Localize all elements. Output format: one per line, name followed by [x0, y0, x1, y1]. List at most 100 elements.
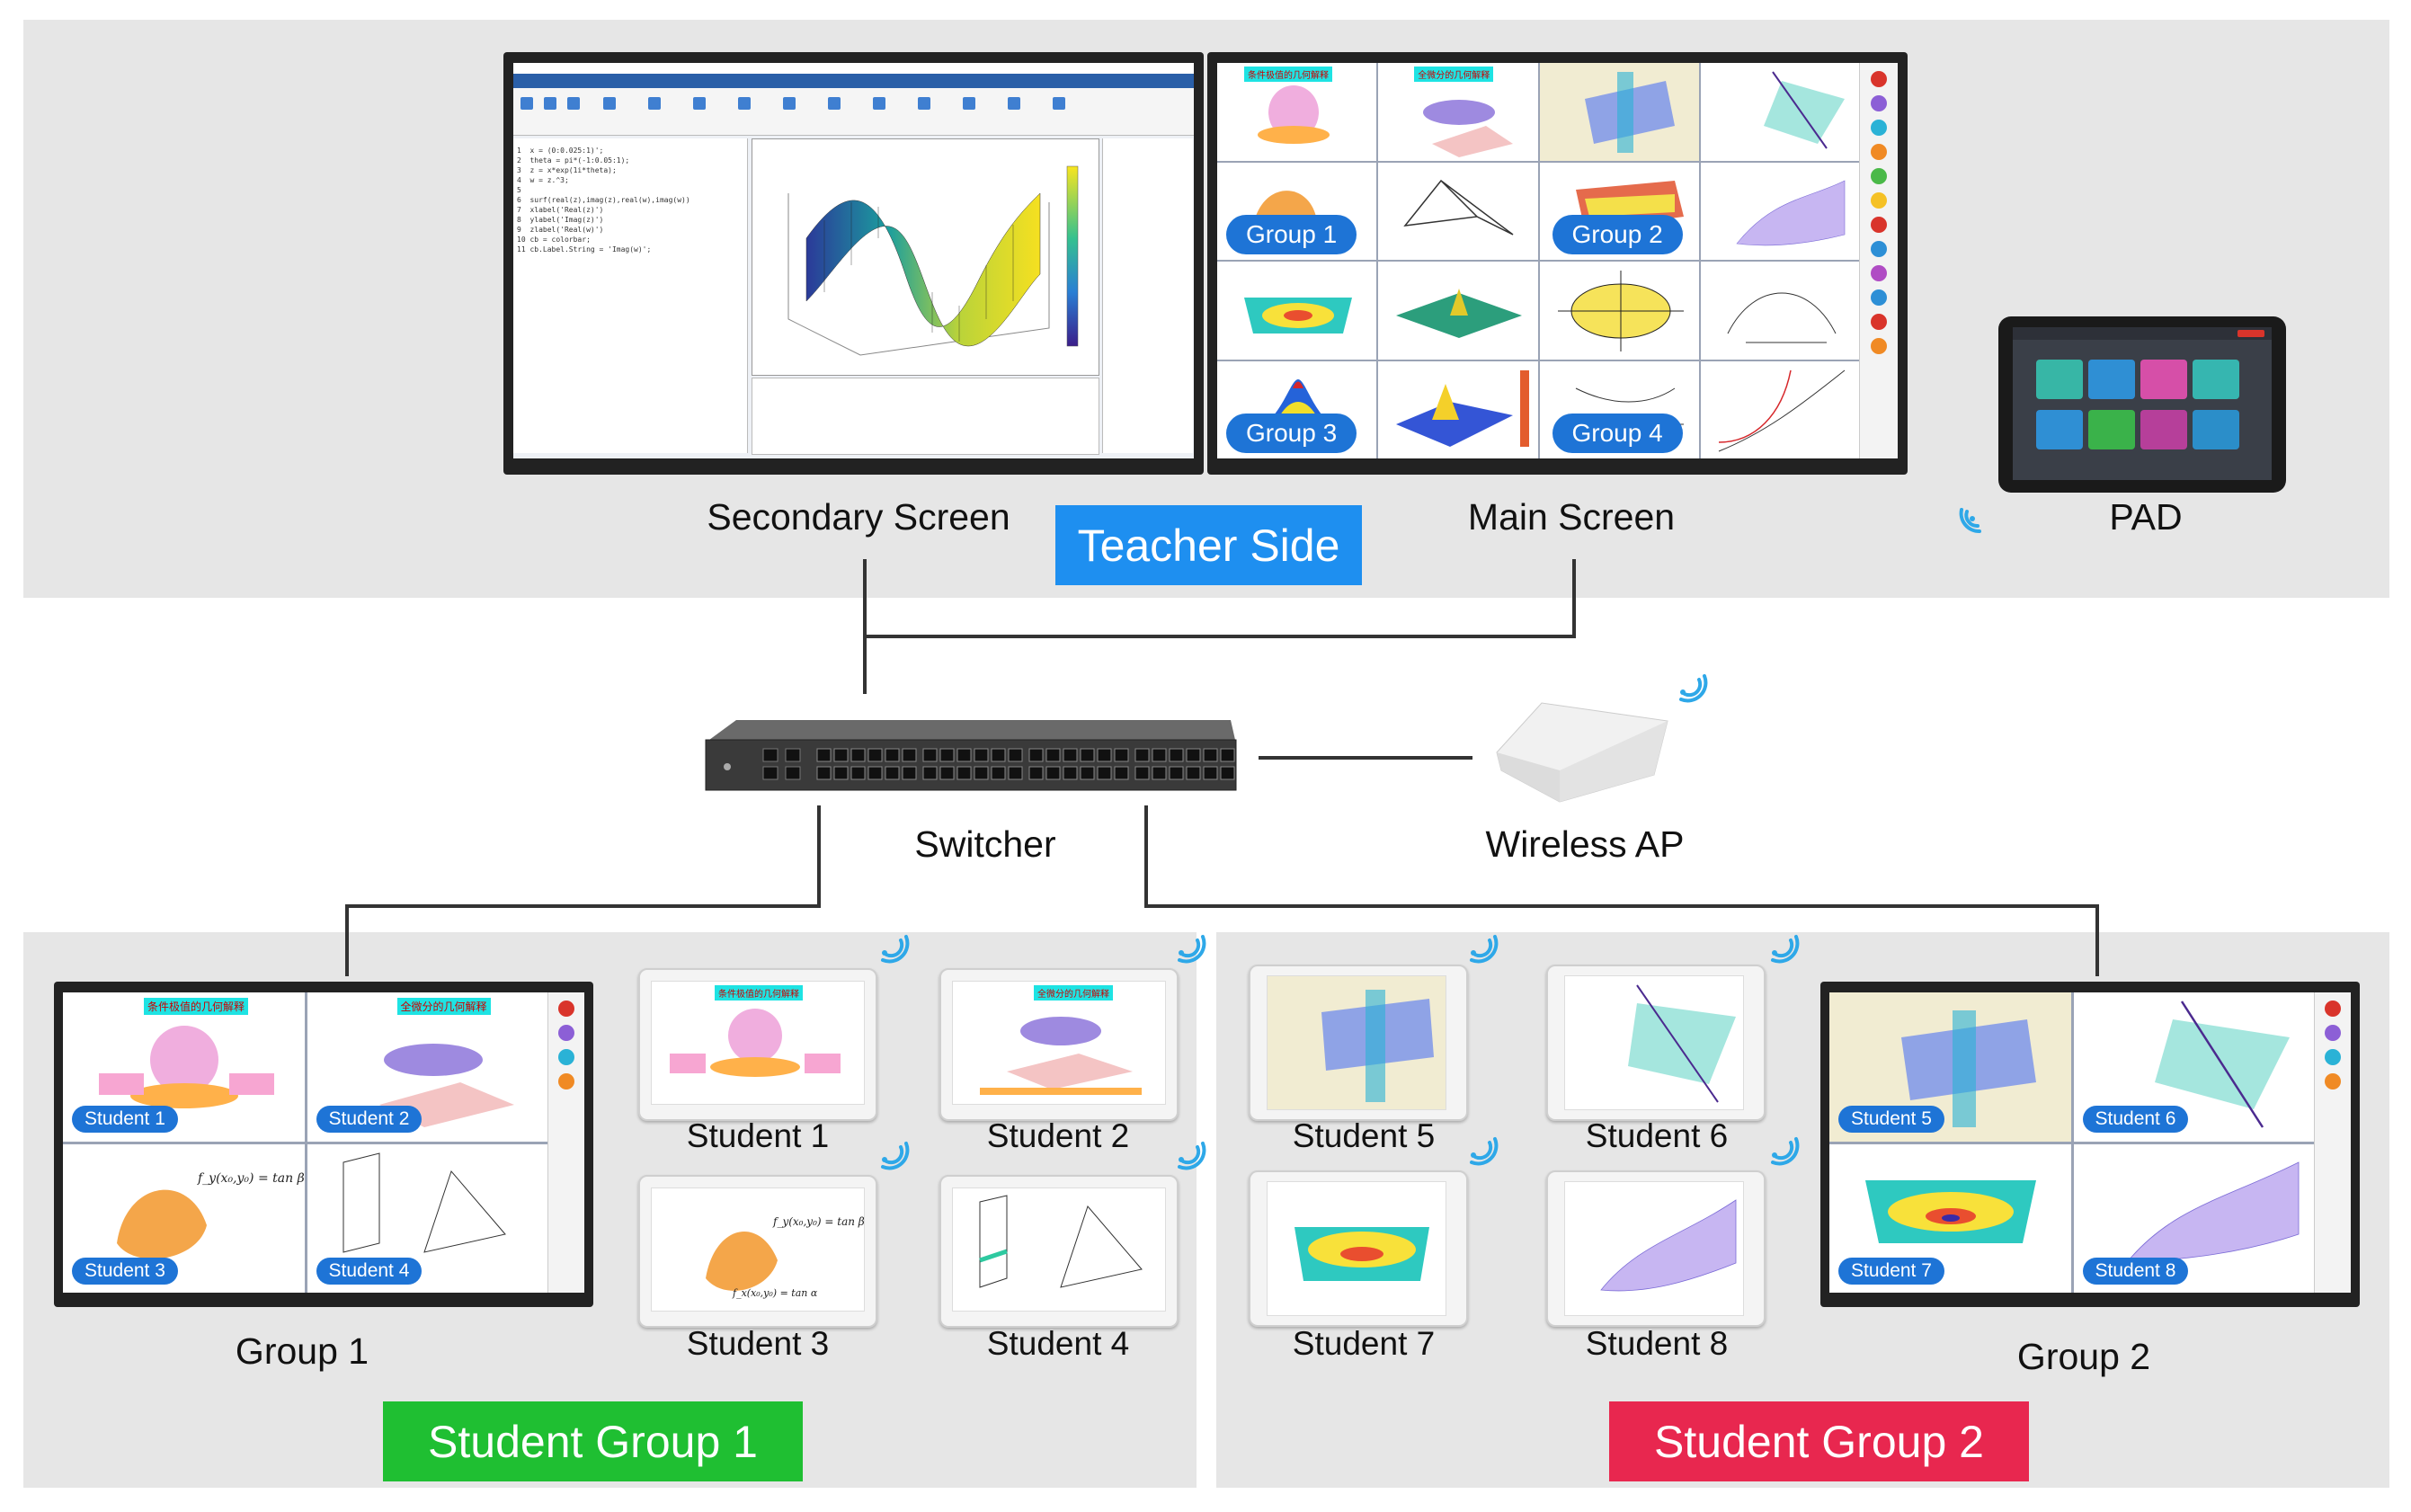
- teacher-pad[interactable]: [1998, 316, 2286, 493]
- switch-port: [1203, 748, 1218, 762]
- group1-panel-sidebar[interactable]: [547, 992, 584, 1293]
- switch-port: [833, 748, 849, 762]
- main-screen-label: Main Screen: [1467, 496, 1676, 538]
- switch-port: [922, 748, 938, 762]
- student-6-tablet[interactable]: [1546, 965, 1766, 1121]
- main-cell-bowl: [1217, 262, 1377, 360]
- switch-port: [1097, 748, 1112, 762]
- group2-panel-tag-student-8[interactable]: Student 8: [2082, 1257, 2189, 1285]
- group2-cell-5: Student 5: [1829, 992, 2071, 1142]
- switch-port: [902, 766, 917, 780]
- group-1-panel: 条件极值的几何解释 Student 1 全微分的几何解释 Student 2 f…: [54, 982, 593, 1307]
- switch-port: [867, 766, 883, 780]
- main-screen-tag-group-4[interactable]: Group 4: [1552, 413, 1683, 453]
- wireless-ap: [1479, 685, 1677, 806]
- secondary-screen-label: Secondary Screen: [707, 496, 1010, 538]
- switch-port: [1097, 766, 1112, 780]
- main-screen-tag-group-3[interactable]: Group 3: [1226, 413, 1357, 453]
- matlab-code: 1 x = (0:0.025:1)'; 2 theta = pi*(-1:0.0…: [517, 147, 690, 253]
- network-switch: [700, 713, 1239, 794]
- switch-port: [1169, 748, 1184, 762]
- switch-port: [1080, 748, 1095, 762]
- secondary-screen: 1 x = (0:0.025:1)'; 2 theta = pi*(-1:0.0…: [503, 52, 1204, 475]
- student-3-wifi-icon: [881, 1142, 910, 1170]
- group2-panel-sidebar[interactable]: [2314, 992, 2351, 1293]
- group2-panel-tag-student-7[interactable]: Student 7: [1838, 1257, 1944, 1285]
- group-1-panel-label: Group 1: [235, 1330, 369, 1372]
- switch-port: [816, 748, 832, 762]
- matlab-command-window[interactable]: [752, 378, 1099, 455]
- group1-panel-tag-student-3[interactable]: Student 3: [72, 1257, 178, 1285]
- group2-cell-6: Student 6: [2073, 992, 2315, 1142]
- group2-panel-tag-student-5[interactable]: Student 5: [1838, 1106, 1944, 1133]
- group-2-panel: Student 5 Student 6 Student 7 Student 8: [1820, 982, 2360, 1307]
- switch-port: [1045, 766, 1061, 780]
- switch-port: [1114, 748, 1129, 762]
- main-cell-prism: [1378, 162, 1538, 260]
- student-3-tablet[interactable]: f_y(x₀,y₀) = tan β f_x(x₀,y₀) = tan α: [638, 1175, 877, 1328]
- student-8-tablet[interactable]: [1546, 1170, 1766, 1327]
- student-4-wifi-icon: [1178, 1142, 1206, 1170]
- student-7-tablet[interactable]: [1249, 1170, 1468, 1327]
- switch-port: [974, 766, 989, 780]
- main-cell-graph: [1700, 360, 1860, 458]
- switch-port: [1134, 748, 1150, 762]
- student-5-tablet[interactable]: [1249, 965, 1468, 1121]
- group-2-panel-screen: Student 5 Student 6 Student 7 Student 8: [1829, 992, 2351, 1293]
- switch-label: Switcher: [914, 823, 1056, 865]
- group2-panel-tag-student-6[interactable]: Student 6: [2082, 1106, 2189, 1133]
- main-screen-tag-group-2[interactable]: Group 2: [1552, 214, 1683, 254]
- wireless-ap-label: Wireless AP: [1485, 823, 1685, 865]
- connector-main-down: [1572, 559, 1576, 638]
- switch-port: [991, 748, 1006, 762]
- main-screen-sidebar[interactable]: [1859, 63, 1898, 458]
- connector-switch-left-down: [817, 805, 821, 907]
- student-6-label: Student 6: [1585, 1117, 1729, 1154]
- student-1-tablet[interactable]: 条件极值的几何解释: [638, 968, 877, 1121]
- switch-port: [956, 766, 972, 780]
- group1-cell-2: 全微分的几何解释 Student 2: [307, 992, 548, 1142]
- switch-port: [991, 766, 1006, 780]
- switch-port: [1203, 766, 1218, 780]
- connector-group1-drop: [345, 904, 349, 976]
- switch-port: [1220, 766, 1235, 780]
- switch-port: [1186, 766, 1201, 780]
- teacher-side-badge: Teacher Side: [1055, 505, 1362, 585]
- switch-port: [939, 766, 955, 780]
- switch-port: [885, 748, 900, 762]
- group2-cell-8: Student 8: [2073, 1143, 2315, 1293]
- group1-cell-4: Student 4: [307, 1143, 548, 1293]
- ap-wifi-icon: [1679, 674, 1708, 703]
- switch-port: [1114, 766, 1129, 780]
- student-6-wifi-icon: [1771, 935, 1800, 964]
- switch-port: [956, 748, 972, 762]
- group-2-panel-label: Group 2: [2016, 1336, 2151, 1377]
- student-5-label: Student 5: [1292, 1117, 1436, 1154]
- group1-panel-tag-student-2[interactable]: Student 2: [316, 1106, 423, 1133]
- matlab-editor[interactable]: 1 x = (0:0.025:1)'; 2 theta = pi*(-1:0.0…: [513, 138, 748, 453]
- main-cell-mesh: [1700, 162, 1860, 260]
- main-cell-saddle: Group 2: [1539, 162, 1699, 260]
- student-group-2-badge: Student Group 2: [1609, 1401, 2029, 1481]
- switch-port: [850, 766, 866, 780]
- main-cell-peaks-2: [1378, 360, 1538, 458]
- student-4-tablet[interactable]: [939, 1175, 1179, 1328]
- pad-wifi-icon: [1959, 508, 1981, 534]
- student-2-tablet[interactable]: 全微分的几何解释: [939, 968, 1179, 1121]
- switch-port: [1152, 766, 1167, 780]
- matlab-workspace[interactable]: [1102, 138, 1193, 453]
- main-screen-display: 条件极值的几何解释 全微分的几何解释 Group 1 Group 2: [1217, 63, 1898, 458]
- switch-port: [1186, 748, 1201, 762]
- group1-panel-tag-student-1[interactable]: Student 1: [72, 1106, 178, 1133]
- switch-port: [1045, 748, 1061, 762]
- student-4-label: Student 4: [986, 1325, 1130, 1362]
- switch-port: [1169, 766, 1184, 780]
- switch-port: [1028, 766, 1044, 780]
- group1-panel-tag-student-4[interactable]: Student 4: [316, 1257, 423, 1285]
- group1-cell-1: 条件极值的几何解释 Student 1: [63, 992, 305, 1142]
- main-cell-gauss: Group 3: [1217, 360, 1377, 458]
- main-cell-sketch: [1700, 262, 1860, 360]
- switch-port: [922, 766, 938, 780]
- main-screen-tag-group-1[interactable]: Group 1: [1226, 214, 1357, 254]
- student-1-wifi-icon: [881, 935, 910, 964]
